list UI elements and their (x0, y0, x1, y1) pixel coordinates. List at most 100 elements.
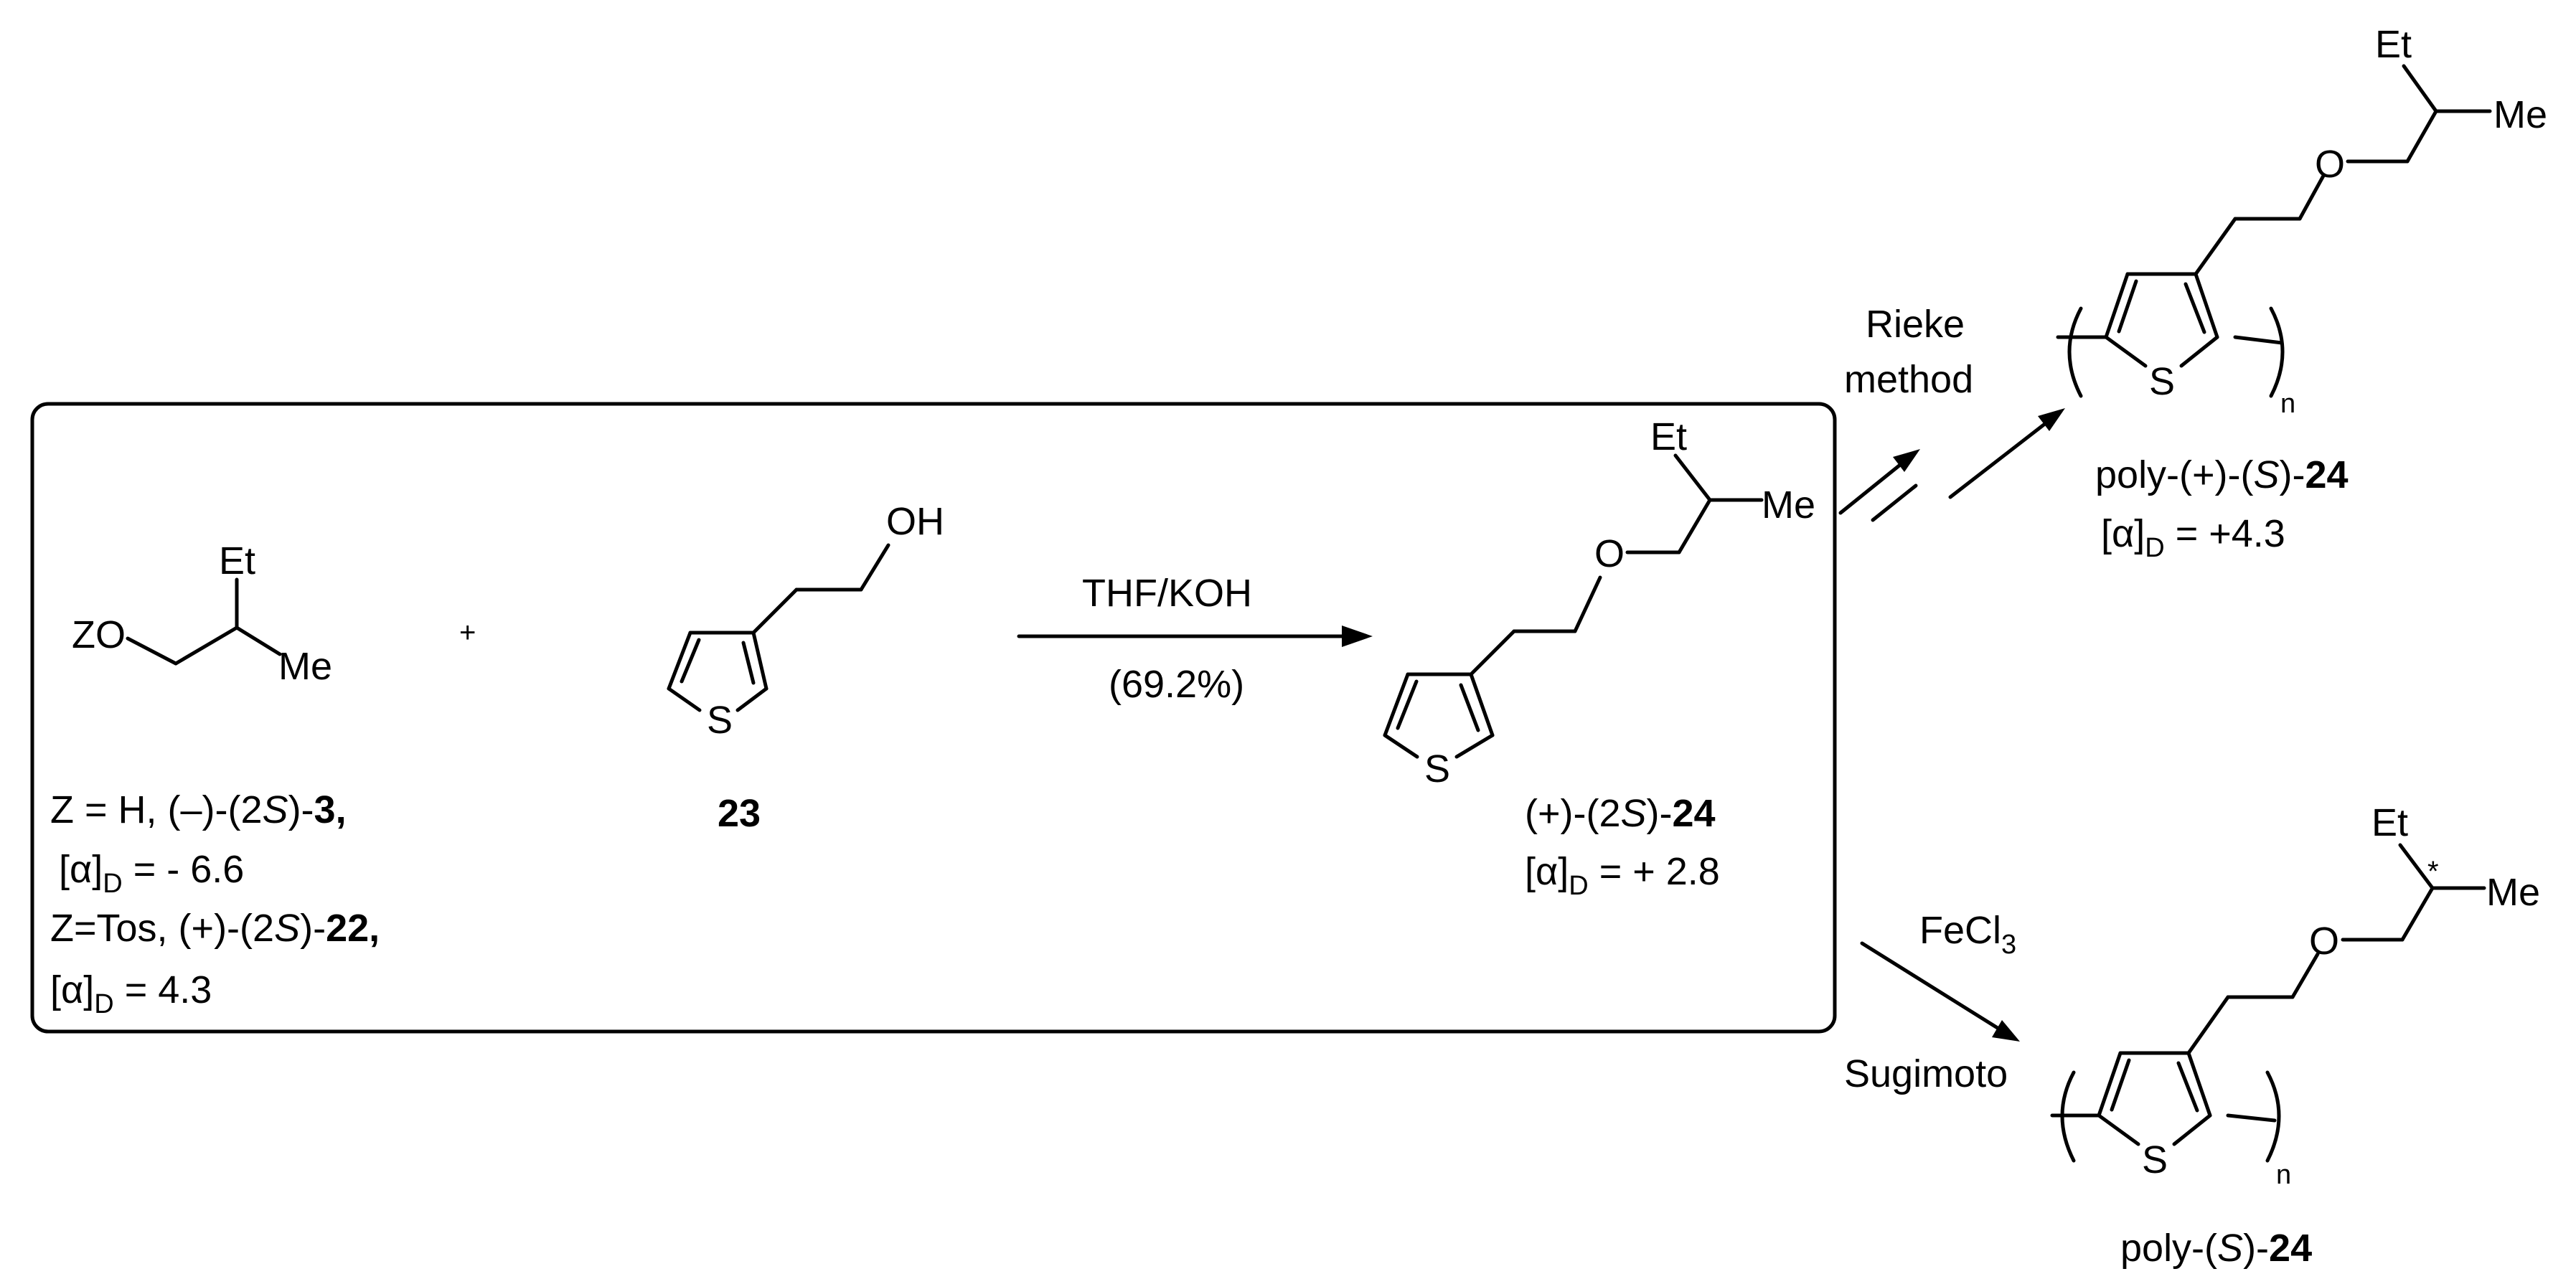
arrow-head (1893, 449, 1920, 472)
arrow-shaft (1838, 457, 1909, 515)
bond (2298, 174, 2326, 221)
oxygen-label: O (2309, 920, 2339, 963)
bond (667, 631, 692, 691)
repeat-n-label: n (2276, 1160, 2291, 1190)
me-label: Me (1762, 483, 1815, 527)
bond (1573, 575, 1602, 633)
reactant-alcohol-structure: ZO Et Me (72, 539, 332, 688)
caption-line-1: Z = H, (–)-(2S)-3, (50, 788, 347, 831)
rieke-method-line2: method (1844, 358, 1973, 401)
poly-rieke-rotation: [α]D = +4.3 (2101, 512, 2285, 563)
arrow-head (1342, 626, 1373, 647)
oxygen-label: O (2315, 143, 2345, 186)
sulfur-label: S (707, 699, 733, 742)
bond (1469, 629, 1516, 676)
product-ether-structure: S O Et Me (1383, 415, 1815, 790)
bond (1383, 672, 1410, 737)
right-bracket (2265, 1070, 2281, 1163)
me-label: Me (2486, 871, 2540, 914)
bond (1383, 733, 1419, 759)
reaction-box (30, 402, 1837, 1034)
poly-rieke-caption: poly-(+)-(S)-24 [α]D = +4.3 (2095, 453, 2349, 563)
reaction-arrow: THF/KOH (69.2%) (1017, 572, 1373, 706)
bond (859, 543, 890, 592)
bond (1673, 453, 1712, 502)
compound-number-23: 23 (718, 792, 761, 835)
sulfur-label: S (1424, 747, 1450, 790)
bond (2172, 1113, 2212, 1146)
et-label: Et (2375, 23, 2412, 66)
bond (2110, 1058, 2131, 1112)
bond (751, 587, 799, 635)
reagent-label: THF/KOH (1082, 572, 1252, 615)
product-name: (+)-(2S)-24 (1525, 792, 1716, 835)
repeat-n-label: n (2280, 389, 2295, 419)
caption-line-3: Z=Tos, (+)-(2S)-22, (50, 907, 380, 950)
bond (126, 636, 178, 666)
bond (2176, 1061, 2199, 1113)
rieke-route-arrows (1838, 408, 2065, 522)
bond (1469, 672, 1495, 737)
bond (2226, 1113, 2277, 1123)
bond (1677, 498, 1712, 554)
bond (2194, 217, 2237, 276)
product-caption: (+)-(2S)-24 [α]D = + 2.8 (1525, 792, 1720, 901)
arrow-head (2038, 408, 2065, 431)
rieke-method-line1: Rieke (1866, 303, 1965, 346)
et-label: Et (2371, 801, 2408, 844)
chiral-star: * (2427, 856, 2439, 887)
bond (1459, 683, 1480, 732)
left-bracket (2067, 306, 2083, 398)
arrow-shaft (1948, 416, 2054, 499)
plus-sign: + (459, 617, 476, 648)
oh-label: OH (886, 500, 944, 543)
bond (2104, 272, 2130, 339)
me-label: Me (278, 645, 332, 688)
bond (235, 626, 282, 656)
bond (2104, 335, 2148, 368)
bond (2233, 335, 2284, 345)
arrow-shaft (1871, 483, 1918, 522)
reactant-caption: Z = H, (–)-(2S)-3, [α]D = - 6.6 Z=Tos, (… (50, 788, 380, 1019)
bond (2179, 335, 2219, 368)
fecl3-label: FeCl3 (1919, 909, 2016, 960)
bond (2398, 843, 2435, 890)
bond (2097, 1113, 2140, 1146)
et-label: Et (1650, 415, 1687, 458)
product-rotation: [α]D = + 2.8 (1525, 850, 1720, 901)
bond (2186, 1051, 2212, 1118)
bond (2097, 1051, 2123, 1118)
bond (2117, 279, 2138, 334)
bond (2194, 272, 2219, 339)
bond (2184, 282, 2206, 334)
bond (751, 631, 768, 691)
bond (735, 686, 768, 712)
right-bracket (2269, 306, 2285, 398)
caption-line-2: [α]D = - 6.6 (59, 848, 244, 899)
poly-sugimoto-structure: n S O * Et Me (2050, 801, 2540, 1190)
bond (2402, 64, 2438, 113)
poly-rieke-structure: n S O Et Me (2056, 23, 2547, 419)
bond (667, 686, 702, 712)
poly-rieke-name: poly-(+)-(S)-24 (2095, 453, 2349, 496)
thiophene-ethanol-structure: S OH (667, 500, 944, 742)
bond (2290, 952, 2320, 999)
sugimoto-label: Sugimoto (1844, 1052, 2008, 1095)
caption-line-4: [α]D = 4.3 (50, 968, 212, 1019)
arrow-head (1992, 1020, 2020, 1042)
bond (680, 638, 701, 684)
sulfur-label: S (2142, 1138, 2168, 1181)
zo-label: ZO (72, 613, 126, 656)
bond (2405, 109, 2438, 164)
oxygen-label: O (1594, 532, 1625, 575)
me-label: Me (2493, 93, 2547, 136)
bond (1396, 679, 1419, 730)
bond (1454, 733, 1495, 759)
bond (174, 626, 239, 666)
sugimoto-route-arrow (1860, 941, 2020, 1042)
bond (741, 641, 756, 685)
yield-label: (69.2%) (1109, 663, 1244, 706)
arrow-shaft (1860, 941, 2008, 1035)
poly-sugimoto-name: poly-(S)-24 (2120, 1227, 2312, 1270)
